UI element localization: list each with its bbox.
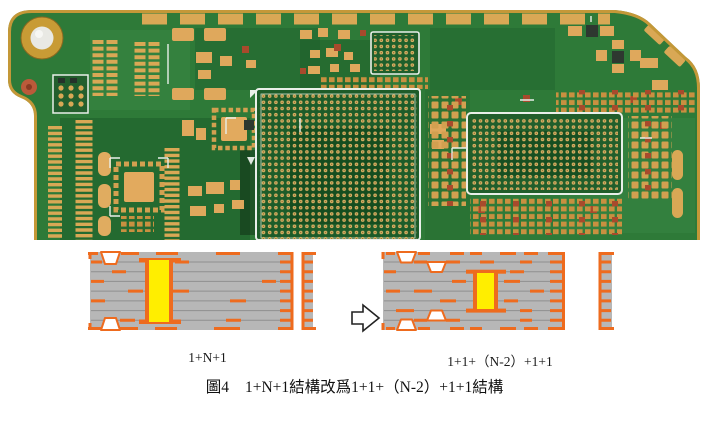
stackup-diagrams	[88, 251, 614, 333]
blind-via-notch-top-2	[426, 261, 447, 273]
via-array-box	[52, 74, 89, 114]
qfn-footprint-large	[109, 157, 169, 217]
stackup-diagram-right	[381, 251, 614, 331]
stackup-diagram-left	[88, 251, 316, 331]
copper-dashes	[384, 252, 544, 330]
silkscreen-marks	[167, 16, 652, 165]
component-pads	[172, 26, 668, 216]
pcb-board	[8, 10, 700, 240]
connector-footprints	[92, 40, 160, 96]
blind-via-notch-bottom-1	[396, 318, 417, 331]
highlight-via-buried	[466, 269, 506, 313]
copper-dashes	[88, 252, 276, 330]
fiducial-dot	[21, 79, 37, 95]
screw-hole	[20, 16, 64, 60]
figure-caption-number: 圖4	[205, 379, 229, 396]
transform-arrow-icon	[351, 303, 381, 333]
blind-via-notch-bottom-2	[426, 309, 447, 322]
component-bodies-dark	[244, 25, 624, 130]
via-notch-bottom	[100, 317, 121, 331]
figure-caption: 圖4 1+N+1結構改爲1+1+（N-2）+1+1結構	[0, 375, 709, 397]
blind-via-notch-top-1	[396, 251, 417, 264]
highlight-via-through	[139, 258, 181, 324]
bga-pad-array-large	[250, 88, 421, 240]
bga-pad-array-small	[370, 31, 420, 75]
diagram-label-left: 1+N+1	[188, 350, 227, 365]
bga-pad-array-right	[466, 112, 623, 195]
pad-strips	[48, 120, 180, 240]
edge-strip	[598, 252, 614, 330]
copper-dashes	[548, 252, 562, 330]
oval-pads-column	[98, 152, 111, 236]
via-notch-top	[100, 251, 121, 265]
edge-oval-pads	[672, 150, 683, 218]
pcb-photo	[8, 10, 700, 240]
layer-lines	[91, 261, 292, 321]
copper-dashes	[278, 252, 292, 330]
diagram-label-right: 1+1+（N-2）+1+1	[447, 354, 553, 369]
edge-strip	[301, 252, 316, 330]
figure-caption-text: 1+N+1結構改爲1+1+（N-2）+1+1結構	[245, 379, 504, 396]
pad-grids	[120, 76, 698, 235]
